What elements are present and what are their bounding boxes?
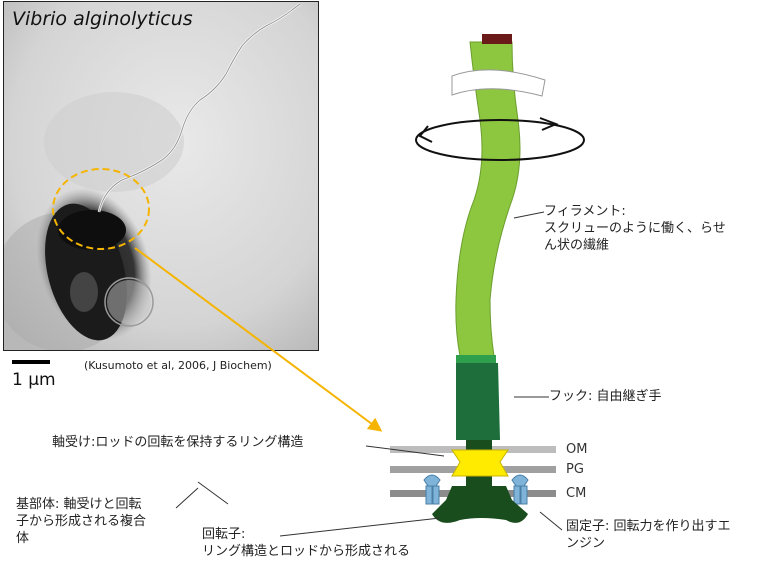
hook-filament-junction	[456, 355, 496, 363]
zoom-arrow	[134, 247, 383, 432]
rotation-arrow	[415, 119, 585, 161]
stator-label: 固定子: 回転力を作り出すエ ンジン	[566, 519, 731, 551]
scale-bar	[12, 360, 50, 364]
filament-break	[451, 69, 546, 97]
basal-body-label: 基部体: 軸受けと回転 子から形成される複合 体	[16, 497, 147, 546]
rotor-c-ring	[432, 486, 528, 523]
stator-right	[511, 474, 529, 505]
micrograph-image	[4, 2, 318, 350]
om-label: OM	[566, 442, 588, 457]
lp-ring-bearing	[451, 449, 509, 477]
filament-label: フィラメント: スクリューのように働く、らせ ん状の繊維	[544, 204, 726, 253]
bearing-label: 軸受け:ロッドの回転を保持するリング構造	[52, 435, 304, 450]
stator-left	[423, 474, 441, 505]
rotor-label: 回転子: リング構造とロッドから形成される	[202, 527, 411, 559]
citation: (Kusumoto et al, 2006, J Biochem)	[84, 359, 272, 372]
highlight-circle	[52, 168, 150, 250]
micrograph-panel: Vibrio alginolyticus	[3, 1, 319, 351]
pg-label: PG	[566, 462, 584, 477]
species-name: Vibrio alginolyticus	[12, 8, 193, 30]
hook-label: フック: 自由継ぎ手	[549, 389, 662, 404]
scale-bar-label: 1 μm	[12, 370, 56, 390]
filament-cap	[482, 34, 512, 44]
hook	[456, 363, 500, 440]
cm-label: CM	[566, 486, 587, 501]
